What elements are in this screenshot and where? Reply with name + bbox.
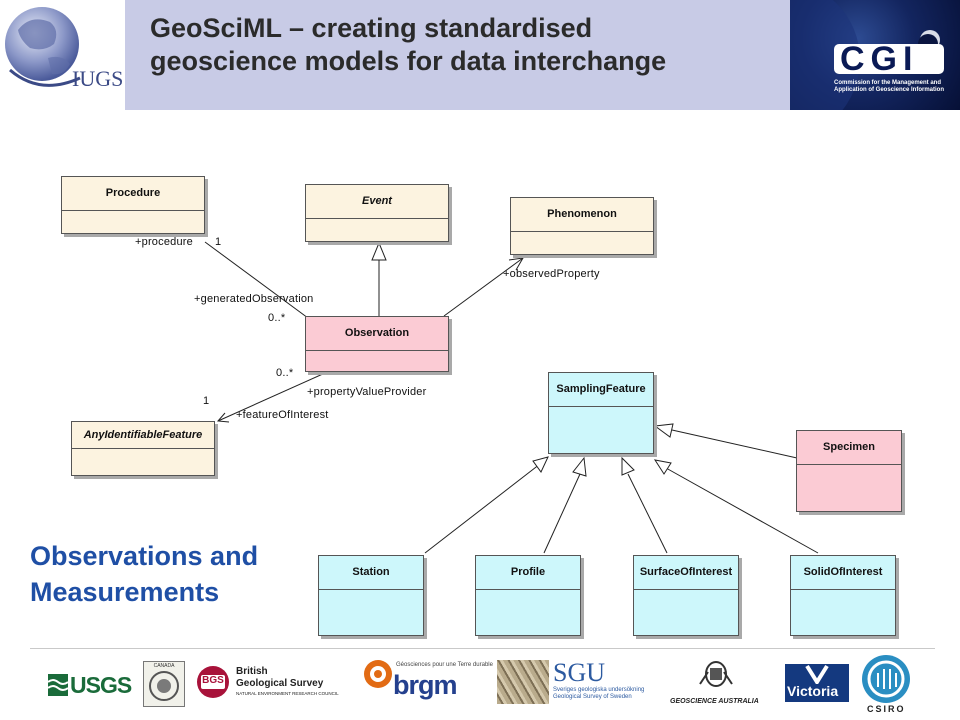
cgi-logo-text: CGI xyxy=(840,40,919,78)
canada-survey-logo: CANADA xyxy=(143,661,185,707)
header-band xyxy=(125,0,790,110)
class-surface-of-interest-name: SurfaceOfInterest xyxy=(634,556,738,590)
usgs-wave-icon xyxy=(48,674,68,696)
class-event[interactable]: Event xyxy=(305,184,449,242)
class-solid-of-interest[interactable]: SolidOfInterest xyxy=(790,555,896,636)
class-phenomenon-name: Phenomenon xyxy=(511,198,653,232)
brgm-tagline: Géosciences pour une Terre durable xyxy=(396,662,493,668)
class-station-name: Station xyxy=(319,556,423,590)
page-title: GeoSciML – creating standardised geoscie… xyxy=(150,12,780,78)
cgi-logo: CGI Commission for the Management and Ap… xyxy=(790,0,960,110)
sgu-logo-text: SGU xyxy=(553,658,606,687)
csiro-logo xyxy=(862,655,910,703)
label-procedure-mult: 1 xyxy=(215,236,222,248)
generalization-solid-line xyxy=(665,467,819,554)
generalization-specimen-line xyxy=(671,429,798,459)
label-foi-mult: 1 xyxy=(203,395,210,407)
canada-crest-icon xyxy=(149,671,179,701)
class-station[interactable]: Station xyxy=(318,555,424,636)
generalization-profile-line xyxy=(543,473,581,554)
canada-logo-text: CANADA xyxy=(153,663,175,669)
class-profile-name: Profile xyxy=(476,556,580,590)
title-line-1: GeoSciML – creating standardised xyxy=(150,13,593,43)
class-sampling-feature-name: SamplingFeature xyxy=(549,373,653,407)
association-phenomenon-line xyxy=(443,257,524,317)
class-solid-of-interest-name: SolidOfInterest xyxy=(791,556,895,590)
generalization-surface-line xyxy=(627,473,668,554)
class-procedure[interactable]: Procedure xyxy=(61,176,205,234)
iugs-logo-text: IUGS xyxy=(72,66,124,91)
generalization-station-line xyxy=(424,463,541,554)
label-observed-property: +observedProperty xyxy=(503,268,600,280)
usgs-logo: USGS xyxy=(48,672,134,698)
section-title-line-1: Observations and xyxy=(30,541,259,571)
victoria-v-icon xyxy=(805,664,829,684)
class-specimen-name: Specimen xyxy=(797,431,901,465)
class-profile[interactable]: Profile xyxy=(475,555,581,636)
section-title: Observations and Measurements xyxy=(30,538,258,610)
association-procedure-line xyxy=(204,241,309,319)
sgu-rock-image xyxy=(497,660,549,704)
bgs-logo-text: British Geological Survey NATURAL ENVIRO… xyxy=(236,666,339,696)
class-any-identifiable-feature[interactable]: AnyIdentifiableFeature xyxy=(71,421,215,476)
usgs-logo-text: USGS xyxy=(70,672,132,698)
victoria-logo: Victoria xyxy=(785,664,849,702)
brgm-logo-text: brgm xyxy=(393,670,457,700)
association-foi-line xyxy=(217,372,326,422)
class-event-name: Event xyxy=(306,185,448,219)
geoscience-australia-text: GEOSCIENCE AUSTRALIA xyxy=(670,698,759,705)
iugs-logo: IUGS xyxy=(0,0,125,110)
victoria-logo-text: Victoria xyxy=(787,683,839,699)
section-title-line-2: Measurements xyxy=(30,577,220,607)
sgu-logo-subtext: Sveriges geologiska undersökning Geologi… xyxy=(553,687,645,700)
csiro-logo-text: CSIRO xyxy=(867,704,906,714)
label-property-value-provider: +propertyValueProvider xyxy=(307,386,427,398)
generalization-event-arrow xyxy=(371,241,387,261)
bgs-badge-text: BGS xyxy=(202,675,224,686)
globe-icon xyxy=(5,7,81,87)
class-sampling-feature[interactable]: SamplingFeature xyxy=(548,372,654,454)
bgs-badge: BGS xyxy=(197,666,229,698)
label-generated-mult: 0..* xyxy=(268,312,286,324)
csiro-emblem-icon xyxy=(867,660,905,698)
title-line-2: geoscience models for data interchange xyxy=(150,46,667,76)
label-pvp-mult: 0..* xyxy=(276,367,294,379)
footer-divider xyxy=(30,648,935,649)
association-foi-arrowhead xyxy=(216,412,230,423)
class-specimen[interactable]: Specimen xyxy=(796,430,902,512)
class-phenomenon[interactable]: Phenomenon xyxy=(510,197,654,255)
class-observation[interactable]: Observation xyxy=(305,316,449,372)
class-surface-of-interest[interactable]: SurfaceOfInterest xyxy=(633,555,739,636)
label-procedure-role: +procedure xyxy=(135,236,193,248)
class-procedure-name: Procedure xyxy=(62,177,204,211)
label-feature-of-interest: +featureOfInterest xyxy=(236,409,329,421)
label-generated-observation: +generatedObservation xyxy=(194,293,314,305)
cgi-subtext: Commission for the Management and Applic… xyxy=(834,80,945,93)
class-observation-name: Observation xyxy=(306,317,448,351)
class-any-identifiable-feature-name: AnyIdentifiableFeature xyxy=(72,422,214,449)
association-phenomenon-arrowhead xyxy=(508,257,524,271)
brgm-globe-icon xyxy=(364,660,392,688)
australia-crest-icon xyxy=(699,661,733,687)
